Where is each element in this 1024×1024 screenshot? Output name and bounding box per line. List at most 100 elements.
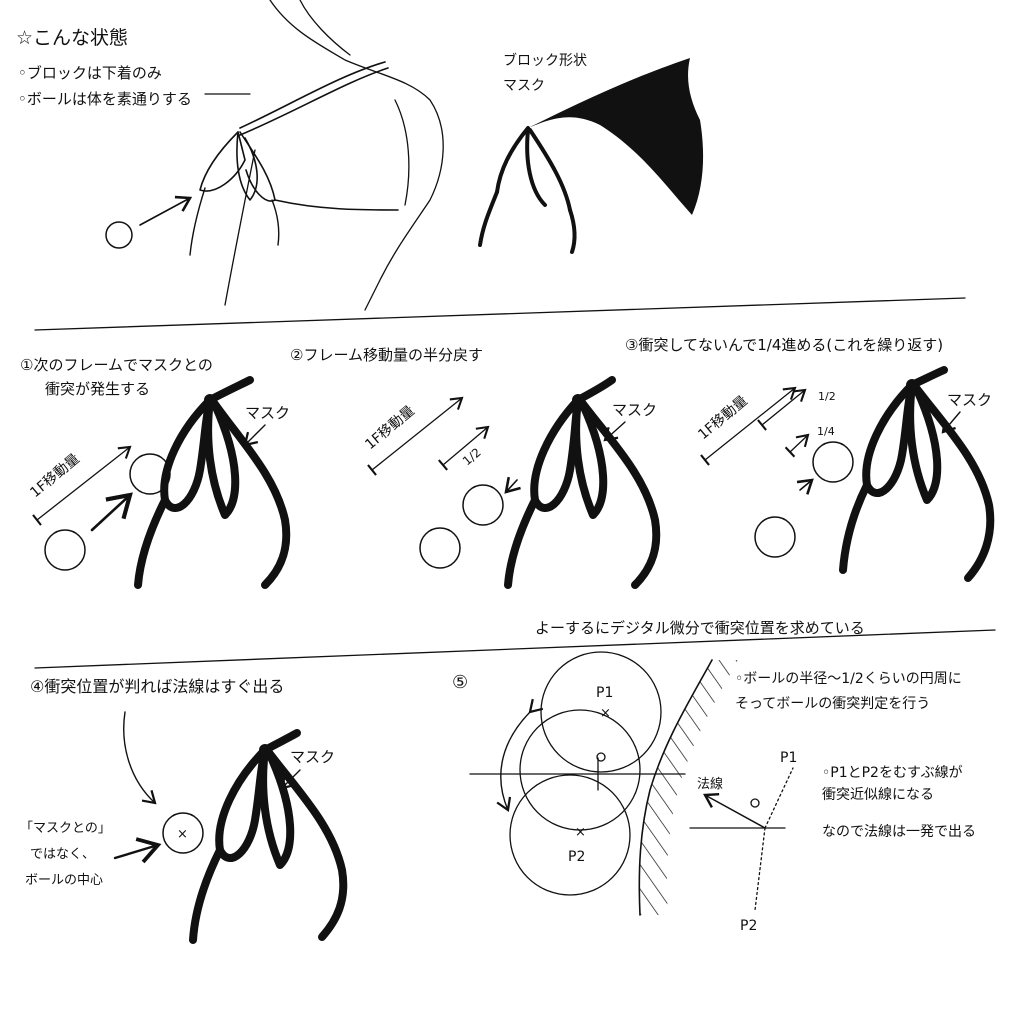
step5-note1-1: ◦ボールの半径〜1/2くらいの円周に: [735, 671, 962, 687]
step4-curved-pointer: [123, 711, 157, 805]
step3-ball-start: [754, 516, 796, 558]
mask-shape-label-1: ブロック形状: [503, 52, 587, 69]
bow-tail-right: [271, 199, 280, 246]
bow-tail-left: [189, 187, 206, 256]
step3-quarter-label: 1/4: [817, 425, 835, 438]
ball-top: [105, 221, 133, 249]
step3-forward-arrow: [796, 478, 814, 495]
step5-note1-2: そってボールの衝突判定を行う: [735, 696, 930, 712]
step2-ball-start: [419, 527, 461, 569]
step1-mask-label: マスク: [245, 404, 290, 422]
body-sketch: [224, 0, 444, 311]
step2-panel: ②フレーム移動量の半分戻す マスク 1F移動量 1/2: [290, 346, 661, 589]
step3-loop-right: [910, 381, 995, 582]
step4-loop-mid: [259, 746, 295, 869]
step4-mask: [189, 729, 348, 944]
step4-center-mark: ×: [177, 827, 188, 842]
step2-mask-label: マスク: [612, 401, 657, 419]
step5-panel: ⑤ × × P1 P2 ◦ボールの半径〜1/2くらいの円周に そってボールの衝突…: [452, 651, 976, 934]
normal-arrow: [703, 793, 766, 829]
step5-p1-mark: ×: [600, 706, 611, 721]
divider-2: [34, 629, 996, 669]
step4-note-arrow: [113, 837, 162, 864]
step4-tail-left: [189, 846, 224, 944]
step5-p2-label: P2: [568, 849, 585, 865]
step5-circle-p2: [509, 774, 631, 896]
step2-half-line: [438, 425, 490, 471]
step5-p1-label: P1: [596, 685, 613, 701]
step1-ball-start: [44, 529, 86, 571]
step3-mask-label: マスク: [947, 391, 992, 409]
step2-half-label: 1/2: [460, 445, 484, 468]
step2-loop-left: [530, 396, 582, 512]
step4-knot: [259, 744, 271, 756]
bikini-string-top-2: [239, 67, 389, 136]
step1-mask: [134, 376, 291, 589]
step4-loop-right: [263, 746, 348, 941]
step5-p2-mark: ×: [575, 825, 586, 840]
bow-loop-mid: [236, 131, 258, 201]
step3-tail-left: [839, 481, 871, 574]
waist-outline: [299, 0, 351, 56]
bow-loop-left: [199, 131, 246, 192]
step2-loop-right: [576, 396, 661, 589]
cheek-outline: [394, 99, 410, 206]
step3-move-label: 1F移動量: [695, 393, 750, 443]
normal-label: 法線: [697, 776, 723, 792]
summary-text: よーするにデジタル微分で衝突位置を求めている: [535, 619, 865, 637]
p2-dotted-line: [754, 827, 766, 911]
mask-shape-label-2: マスク: [503, 78, 545, 94]
step3-loop-mid: [906, 381, 942, 504]
step1-tail-left: [134, 496, 169, 589]
normal-p2-label: P2: [740, 918, 757, 934]
top-panel: ☆こんな状態 ◦ブロックは下着のみ ◦ボールは体を素通りする ブロック形状 マス…: [16, 0, 704, 311]
step1-distance-line: [32, 445, 132, 526]
bikini-bow-sketch: [189, 61, 399, 256]
step5-note2-3: なので法線は一発で出る: [822, 824, 976, 840]
step1-move-label: 1F移動量: [27, 451, 82, 501]
step5-wall-edge: [638, 659, 713, 916]
step4-panel: ④衝突位置が判れば法線はすぐ出る マスク × 「マスクとの」 ではなく、 ボール…: [20, 677, 348, 944]
divider-1: [34, 297, 966, 331]
bow-loop-right: [239, 131, 276, 202]
mask-loop-left: [495, 126, 530, 194]
step3-title: ③衝突してないんで1/4進める(これを繰り返す): [625, 336, 943, 354]
step5-number: ⑤: [452, 672, 468, 693]
step4-loop-left: [215, 746, 269, 862]
step5-center-mark: [596, 752, 606, 762]
step2-mask: [504, 376, 661, 589]
mask-tail-left: [478, 190, 499, 247]
hip-outline: [269, 0, 444, 311]
step5-wall-hatch: [639, 660, 738, 915]
step3-half-line: [757, 388, 807, 431]
step1-move-arrow: [90, 492, 133, 532]
step3-ball-quarter: [812, 441, 854, 483]
step3-panel: ③衝突してないんで1/4進める(これを繰り返す) マスク 1F移動量 1/2 1…: [625, 336, 995, 582]
top-heading: ☆こんな状態: [16, 27, 128, 49]
step4-note-1: 「マスクとの」: [20, 821, 111, 836]
leg-outline: [224, 149, 256, 306]
step1-title-1: ①次のフレームでマスクとの: [20, 356, 213, 374]
step1-loop-right: [208, 396, 291, 589]
step2-tail-left: [504, 496, 539, 589]
step4-note-2: ではなく、: [30, 847, 95, 862]
step1-loop-mid: [204, 396, 240, 519]
step1-panel: ①次のフレームでマスクとの 衝突が発生する マスク 1F移動量: [20, 356, 291, 589]
mask-loop-mid: [525, 128, 547, 207]
mask-silhouette: [478, 58, 704, 254]
step2-ball-half: [462, 484, 504, 526]
step1-string: [206, 376, 254, 404]
bikini-string-top: [239, 61, 386, 129]
bikini-lower-edge: [274, 199, 399, 211]
ball-direction-arrow: [139, 195, 193, 226]
step1-loop-left: [160, 396, 214, 512]
step1-title-2: 衝突が発生する: [45, 380, 150, 398]
normal-center-mark: [750, 798, 760, 808]
mask-tail-right: [568, 208, 577, 254]
mask-fill: [528, 58, 704, 215]
top-bullet-2: ◦ボールは体を素通りする: [18, 90, 192, 108]
step3-quarter-line: [784, 433, 810, 458]
top-bullet-1: ◦ブロックは下着のみ: [18, 64, 162, 82]
step5-note2-2: 衝突近似線になる: [822, 787, 934, 803]
